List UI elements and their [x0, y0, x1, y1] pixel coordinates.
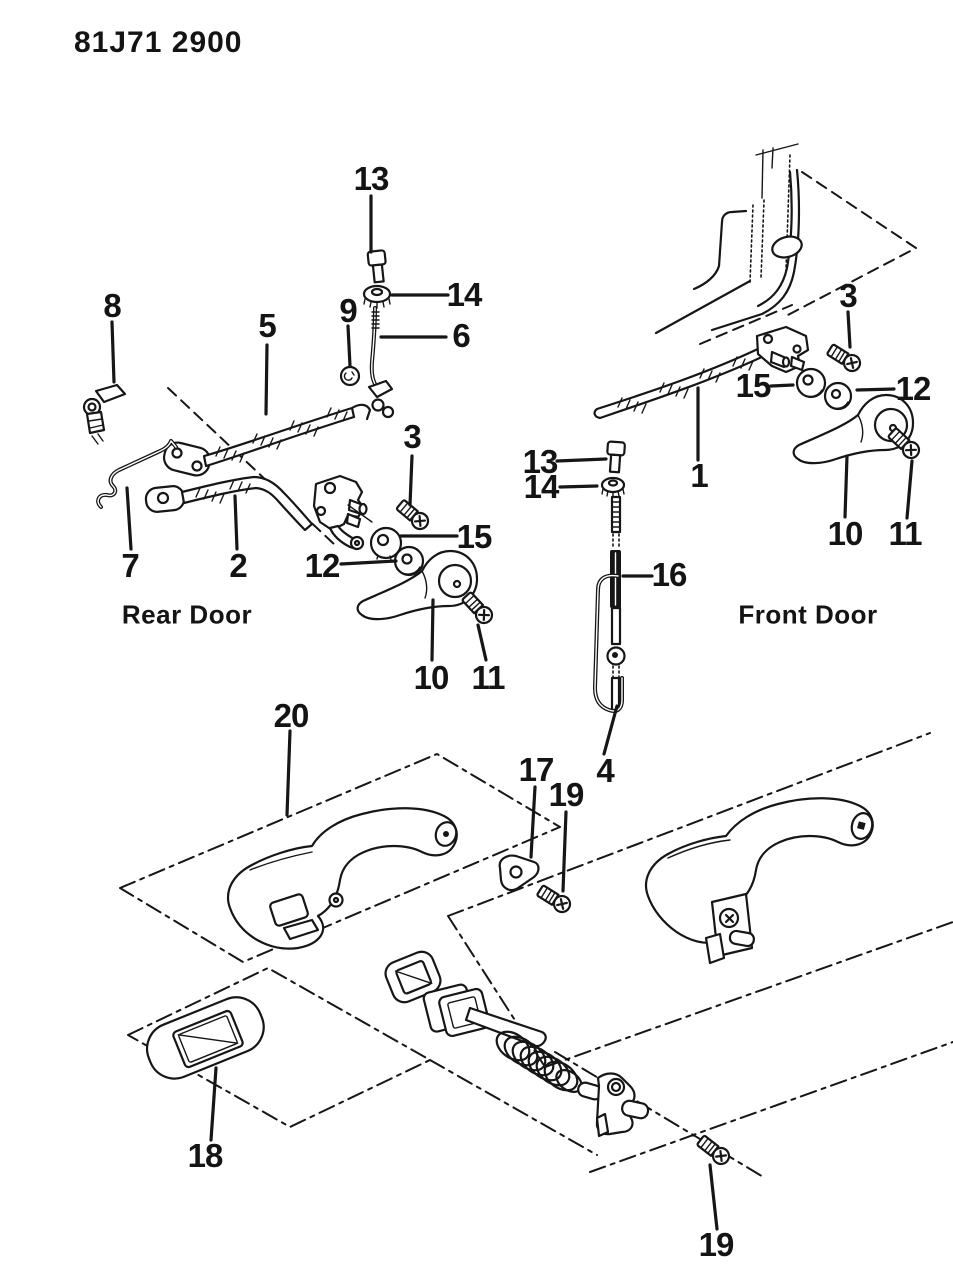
part-1-rod-drawing [593, 345, 766, 420]
part-11-screw-rear-drawing [459, 589, 497, 628]
figure-code: 81J71 2900 [74, 26, 243, 59]
callout-19-bottom: 19 [698, 1226, 735, 1263]
rear-remote-control-bracket-drawing [312, 474, 373, 551]
callout-leader-lines [110, 194, 914, 1231]
callout-11-front: 11 [888, 515, 923, 552]
part-3-screw-front-drawing [824, 341, 865, 376]
callout-19-mid: 19 [548, 776, 585, 813]
latch-button-assembly-drawing [384, 950, 650, 1138]
callout-3-front: 3 [839, 277, 857, 314]
callout-17: 17 [518, 751, 555, 788]
part-12-washer-front-drawing [823, 381, 853, 411]
callout-14-rear: 14 [446, 276, 483, 313]
rear-door-assembly [82, 249, 915, 621]
part-6-rod-drawing [367, 306, 395, 419]
rear-door-label: Rear Door [121, 599, 253, 630]
callout-8: 8 [103, 287, 121, 324]
callout-9: 9 [339, 292, 357, 329]
front-remote-control-bracket-drawing [755, 325, 810, 374]
front-door-label: Front Door [738, 599, 878, 630]
part-9-grommet-drawing [339, 365, 361, 387]
part-19-screw-lower-drawing [694, 1132, 734, 1169]
callout-3-rear: 3 [403, 418, 421, 455]
lock-rod-assembly [593, 440, 626, 713]
part-7-wire-drawing [96, 439, 178, 509]
screws [393, 341, 924, 1169]
part-17-plate-drawing [498, 854, 540, 892]
door-frame-drawing [654, 143, 803, 335]
part-4-lock-rod-drawing [593, 573, 624, 713]
front-door-assembly [593, 143, 853, 420]
callout-6: 6 [452, 317, 470, 354]
callout-13-rear: 13 [353, 160, 390, 197]
callout-15-front: 15 [735, 367, 772, 404]
part-15-washer-rear-drawing [369, 526, 403, 561]
callout-14-mid: 14 [523, 468, 560, 505]
callout-20: 20 [273, 697, 310, 734]
callout-15-rear: 15 [456, 518, 493, 555]
callout-10-front: 10 [827, 515, 864, 552]
part-3-screw-rear-drawing [393, 497, 433, 534]
callout-16: 16 [651, 556, 688, 593]
lower-hardware [146, 797, 874, 1138]
part-14-washer-drawing [362, 284, 392, 309]
part-8-clip-drawing [82, 383, 127, 445]
part-20-armrest-drawing [226, 807, 458, 950]
callout-11-rear: 11 [471, 659, 506, 696]
part-10-handle-rear-drawing [356, 549, 479, 621]
callout-10-rear: 10 [413, 659, 450, 696]
callout-13-mid: 13 [522, 443, 559, 480]
callout-12-rear: 12 [304, 547, 341, 584]
part-14-nut-mid-drawing [600, 476, 626, 498]
part-15-washer-front-drawing [795, 367, 827, 399]
callout-1: 1 [690, 457, 708, 494]
callout-18: 18 [187, 1137, 224, 1174]
callout-7: 7 [121, 547, 139, 584]
callout-5: 5 [258, 307, 276, 344]
part-18-bezel-drawing [146, 996, 265, 1080]
armrest-assembled-drawing [644, 797, 874, 965]
part-12-washer-rear-drawing [393, 545, 425, 577]
part-16-rod-sleeve-drawing [606, 495, 626, 712]
callout-2: 2 [229, 547, 247, 584]
part-2-rod-drawing [144, 475, 314, 532]
part-13-screw-drawing [366, 249, 387, 284]
callout-12-front: 12 [895, 370, 932, 407]
part-19-screw-upper-drawing [534, 882, 575, 917]
part-13-screw-mid-drawing [606, 440, 626, 474]
spring-drawing [495, 1030, 583, 1094]
callout-4: 4 [596, 752, 614, 789]
part-5-rod-drawing [162, 403, 372, 477]
